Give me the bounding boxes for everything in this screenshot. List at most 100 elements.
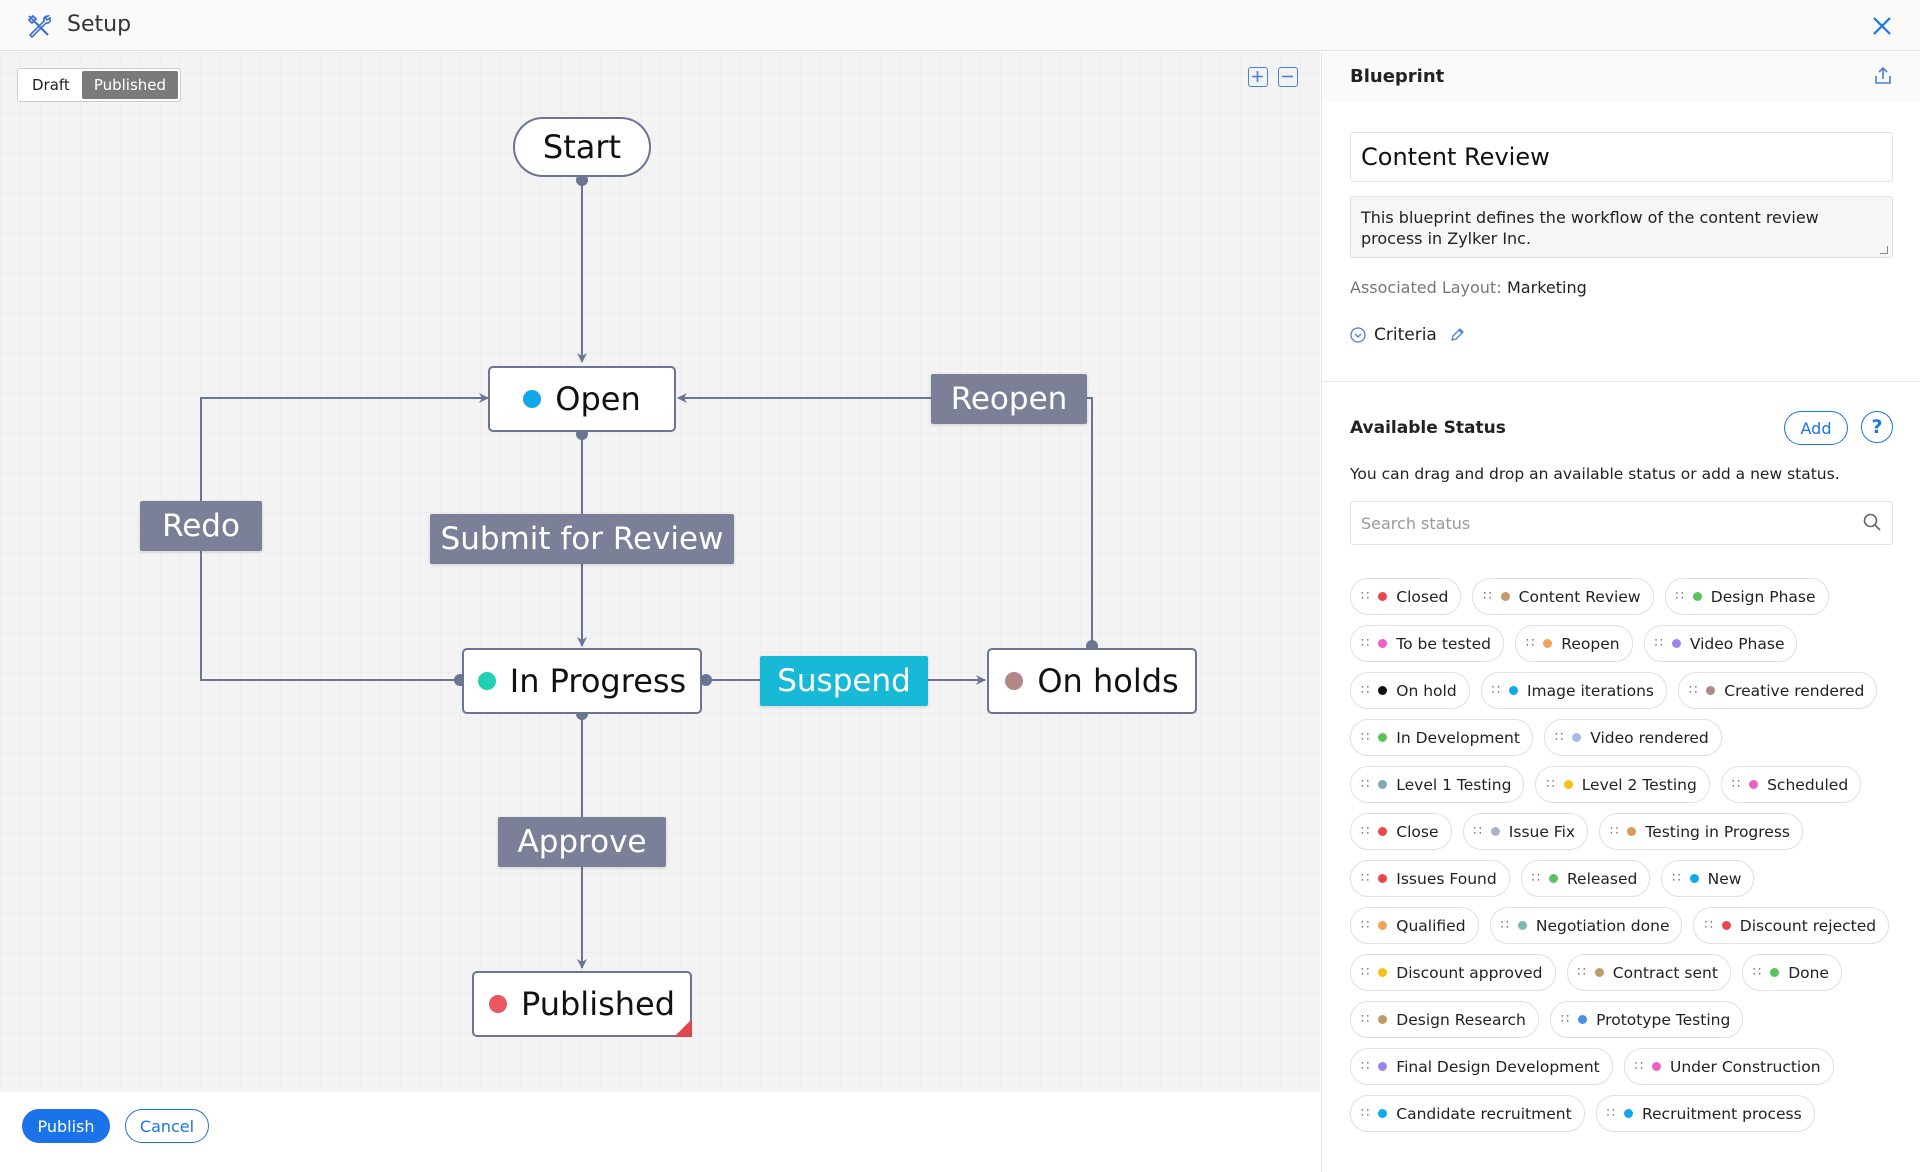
drag-handle-icon[interactable]: ∷	[1531, 871, 1540, 886]
drag-handle-icon[interactable]: ∷	[1361, 965, 1369, 980]
node-open[interactable]: Open	[488, 366, 676, 432]
status-chip[interactable]: ∷Video Phase	[1643, 625, 1798, 662]
drag-handle-icon[interactable]: ∷	[1361, 824, 1369, 839]
status-chip[interactable]: ∷Scheduled	[1720, 766, 1862, 803]
status-chip[interactable]: ∷Done	[1741, 954, 1842, 991]
drag-handle-icon[interactable]: ∷	[1361, 683, 1369, 698]
available-status-hint: You can drag and drop an available statu…	[1350, 465, 1840, 483]
help-icon[interactable]: ?	[1861, 411, 1893, 443]
status-chip[interactable]: ∷ Discount rejected	[1693, 907, 1890, 944]
drag-handle-icon[interactable]: ∷	[1361, 589, 1369, 604]
published-option[interactable]: Published	[81, 71, 179, 99]
drag-handle-icon[interactable]: ∷	[1473, 824, 1482, 839]
drag-handle-icon[interactable]: ∷	[1361, 871, 1369, 886]
status-chip[interactable]: ∷Video rendered	[1543, 719, 1722, 756]
transition-redo[interactable]: Redo	[140, 501, 262, 551]
drag-handle-icon[interactable]: ∷	[1610, 824, 1618, 839]
status-chip[interactable]: ∷Candidate recruitment	[1350, 1095, 1585, 1132]
status-chip[interactable]: ∷Negotiation done	[1489, 907, 1683, 944]
zoom-out-button[interactable]	[1278, 67, 1298, 87]
drag-handle-icon[interactable]: ∷	[1689, 683, 1697, 698]
status-chip-row: ∷Candidate recruitment ∷Recruitment proce…	[1350, 1095, 1910, 1132]
drag-handle-icon[interactable]: ∷	[1560, 1012, 1569, 1027]
drag-handle-icon[interactable]: ∷	[1675, 589, 1684, 604]
drag-handle-icon[interactable]: ∷	[1361, 1106, 1369, 1121]
resize-handle-icon[interactable]	[1880, 246, 1888, 254]
status-chip[interactable]: ∷Released	[1520, 860, 1651, 897]
drag-handle-icon[interactable]: ∷	[1672, 871, 1680, 886]
drag-handle-icon[interactable]: ∷	[1361, 1012, 1369, 1027]
search-status-input[interactable]	[1350, 501, 1893, 545]
node-on-holds[interactable]: On holds	[987, 648, 1197, 714]
status-chip-label: Discount rejected	[1739, 916, 1877, 935]
drag-handle-icon[interactable]: ∷	[1654, 636, 1663, 651]
node-start[interactable]: Start	[513, 117, 651, 177]
drag-handle-icon[interactable]: ∷	[1361, 730, 1369, 745]
zoom-in-button[interactable]	[1248, 67, 1268, 87]
drag-handle-icon[interactable]: ∷	[1491, 683, 1500, 698]
status-chip[interactable]: ∷Testing in Progress	[1599, 813, 1803, 850]
draft-option[interactable]: Draft	[32, 76, 70, 94]
status-color-dot-icon	[1721, 921, 1731, 930]
blueprint-canvas[interactable]: Draft Published	[0, 52, 1320, 1092]
drag-handle-icon[interactable]: ∷	[1752, 965, 1761, 980]
close-icon[interactable]	[1868, 12, 1896, 40]
transition-suspend[interactable]: Suspend	[760, 656, 928, 706]
transition-submit-for-review[interactable]: Submit for Review	[430, 514, 734, 564]
edit-pencil-icon[interactable]	[1449, 327, 1465, 343]
status-chip[interactable]: ∷Discount approved	[1350, 954, 1556, 991]
blueprint-description-field[interactable]: This blueprint defines the workflow of t…	[1350, 196, 1893, 258]
status-chip[interactable]: ∷Level 1 Testing	[1350, 766, 1525, 803]
status-chip-label: Qualified	[1396, 916, 1466, 935]
status-chip[interactable]: ∷ Closed	[1350, 578, 1462, 615]
drag-handle-icon[interactable]: ∷	[1361, 636, 1369, 651]
status-chip[interactable]: ∷Issue Fix	[1462, 813, 1589, 850]
drag-handle-icon[interactable]: ∷	[1634, 1059, 1643, 1074]
status-chip[interactable]: ∷To be tested	[1350, 625, 1504, 662]
status-chip[interactable]: ∷Prototype Testing	[1549, 1001, 1744, 1038]
share-icon[interactable]	[1873, 66, 1893, 86]
status-chip[interactable]: ∷Level 2 Testing	[1535, 766, 1710, 803]
cancel-button[interactable]: Cancel	[125, 1109, 209, 1143]
blueprint-name-field[interactable]: Content Review	[1350, 132, 1893, 182]
drag-handle-icon[interactable]: ∷	[1500, 918, 1509, 933]
drag-handle-icon[interactable]: ∷	[1546, 777, 1554, 792]
node-in-progress[interactable]: In Progress	[462, 648, 702, 714]
transition-reopen[interactable]: Reopen	[931, 374, 1087, 424]
status-chip[interactable]: ∷Issues Found	[1350, 860, 1510, 897]
drag-handle-icon[interactable]: ∷	[1361, 777, 1369, 792]
status-chip[interactable]: ∷Image iterations	[1480, 672, 1667, 709]
status-chip[interactable]: ∷In Development	[1350, 719, 1533, 756]
status-chip[interactable]: ∷Reopen	[1514, 625, 1633, 662]
status-chip[interactable]: ∷Close	[1350, 813, 1452, 850]
status-chip[interactable]: ∷Contract sent	[1566, 954, 1731, 991]
drag-handle-icon[interactable]: ∷	[1554, 730, 1563, 745]
publish-button[interactable]: Publish	[22, 1109, 110, 1143]
status-chip[interactable]: ∷Design Phase	[1664, 578, 1829, 615]
drag-handle-icon[interactable]: ∷	[1483, 589, 1491, 604]
status-chip[interactable]: ∷Under Construction	[1623, 1048, 1834, 1085]
drag-handle-icon[interactable]: ∷	[1577, 965, 1586, 980]
drag-handle-icon[interactable]: ∷	[1731, 777, 1740, 792]
drag-handle-icon[interactable]: ∷	[1361, 918, 1369, 933]
status-chip[interactable]: ∷New	[1661, 860, 1755, 897]
status-chip[interactable]: ∷Content Review	[1472, 578, 1654, 615]
transition-approve[interactable]: Approve	[498, 817, 666, 867]
node-published[interactable]: Published	[472, 971, 692, 1037]
end-marker-icon	[674, 1019, 692, 1037]
drag-handle-icon[interactable]: ∷	[1361, 1059, 1369, 1074]
search-icon[interactable]	[1862, 512, 1882, 532]
status-chip-row: ∷On hold ∷Image iterations ∷Creative rende…	[1350, 672, 1910, 709]
status-chip[interactable]: ∷Design Research	[1350, 1001, 1539, 1038]
status-chip-label: Closed	[1396, 587, 1449, 606]
status-chip[interactable]: ∷Creative rendered	[1678, 672, 1878, 709]
status-chip[interactable]: ∷On hold	[1350, 672, 1470, 709]
status-chip[interactable]: ∷ Qualified	[1350, 907, 1479, 944]
drag-handle-icon[interactable]: ∷	[1606, 1106, 1615, 1121]
add-status-button[interactable]: Add	[1784, 411, 1848, 445]
status-chip[interactable]: ∷Final Design Development	[1350, 1048, 1613, 1085]
status-chip[interactable]: ∷Recruitment process	[1595, 1095, 1815, 1132]
drag-handle-icon[interactable]: ∷	[1525, 636, 1534, 651]
criteria-toggle[interactable]: Criteria	[1350, 325, 1465, 345]
drag-handle-icon[interactable]: ∷	[1704, 918, 1712, 933]
